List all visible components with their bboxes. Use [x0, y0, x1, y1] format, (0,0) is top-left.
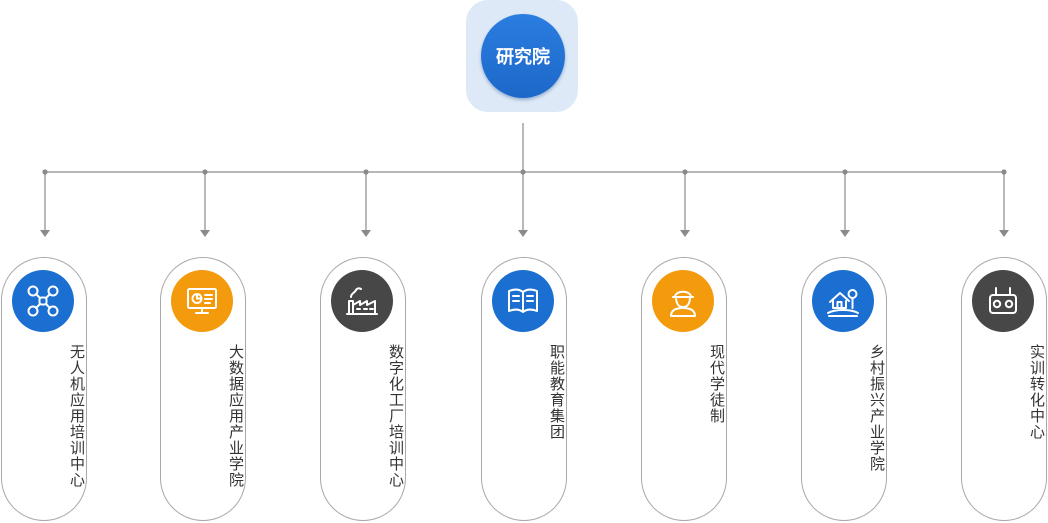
- junction-dot: [682, 169, 688, 175]
- child-node-label: 现代学徒制: [708, 344, 726, 424]
- arrow-head: [40, 230, 50, 237]
- child-node-digital-factory: 数字化工厂培训中心: [320, 257, 406, 521]
- arrow-head: [680, 230, 690, 237]
- child-node-drone-training: 无人机应用培训中心: [1, 257, 87, 521]
- arrow-head: [840, 230, 850, 237]
- junction-dot: [1001, 169, 1007, 175]
- drone-icon: [12, 270, 74, 332]
- child-node-label: 实训转化中心: [1028, 344, 1046, 440]
- root-node-label: 研究院: [496, 47, 550, 68]
- robot-controller-icon: [972, 270, 1034, 332]
- arrow-head: [200, 230, 210, 237]
- worker-helmet-icon: [652, 270, 714, 332]
- child-node-vocational-education: 职能教育集团: [481, 257, 567, 521]
- child-node-label: 职能教育集团: [548, 344, 566, 440]
- factory-icon: [331, 270, 393, 332]
- junction-dot: [363, 169, 369, 175]
- arrow-head: [518, 230, 528, 237]
- child-node-rural-revitalization: 乡村振兴产业学院: [801, 257, 887, 521]
- junction-dot: [202, 169, 208, 175]
- arrow-head: [999, 230, 1009, 237]
- rural-house-icon: [812, 270, 874, 332]
- open-book-icon: [492, 270, 554, 332]
- child-node-big-data-college: 大数据应用产业学院: [160, 257, 246, 521]
- junction-dot: [842, 169, 848, 175]
- child-node-label: 数字化工厂培训中心: [387, 344, 405, 488]
- junction-dot: [42, 169, 48, 175]
- child-node-practical-training: 实训转化中心: [961, 257, 1047, 521]
- child-node-label: 无人机应用培训中心: [68, 344, 86, 488]
- child-node-label: 大数据应用产业学院: [227, 344, 245, 488]
- big-data-screen-icon: [171, 270, 233, 332]
- arrow-head: [361, 230, 371, 237]
- junction-dot: [520, 169, 526, 175]
- root-node: 研究院: [481, 14, 565, 98]
- child-node-label: 乡村振兴产业学院: [868, 344, 886, 472]
- child-node-apprenticeship: 现代学徒制: [641, 257, 727, 521]
